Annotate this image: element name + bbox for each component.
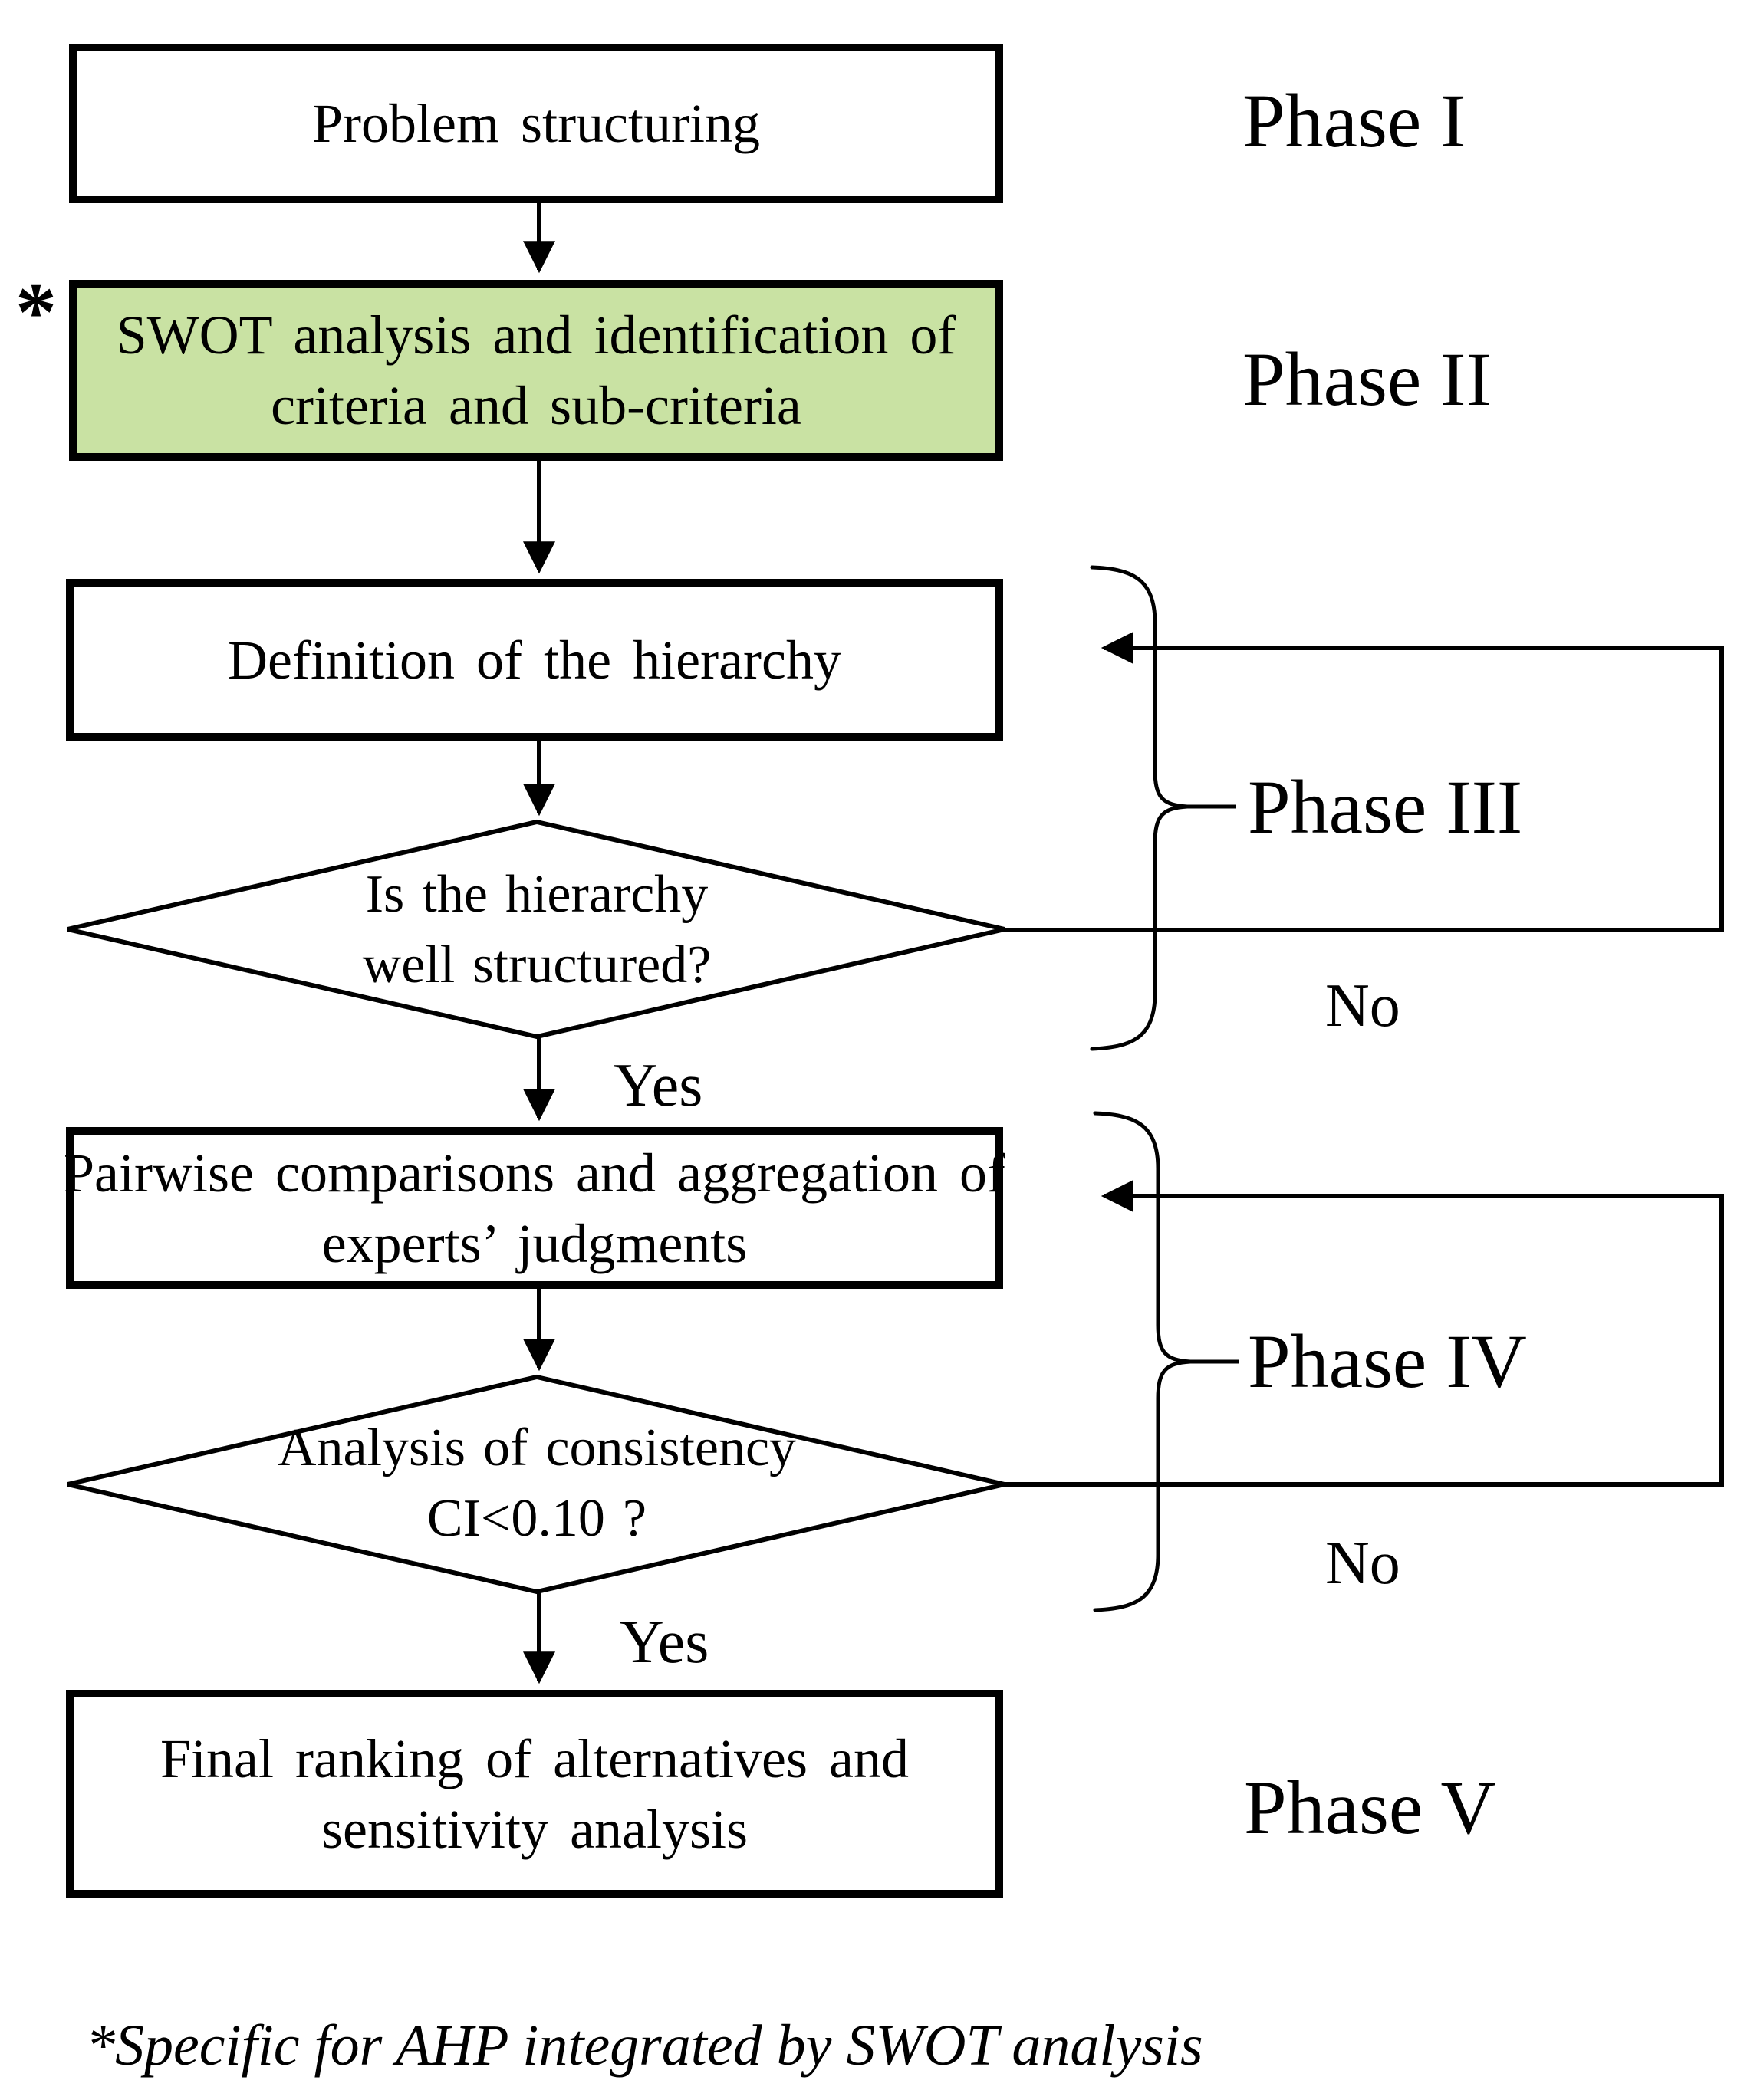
phase-label-1: Phase I [1242, 78, 1466, 163]
process-box-label: Problem structuring [311, 93, 760, 154]
decision-label-line: CI<0.10 ? [426, 1489, 647, 1548]
phase-brace-3 [1090, 565, 1188, 1051]
process-box-label-line: experts’ judgments [321, 1212, 748, 1274]
process-box-label-line: sensitivity analysis [321, 1798, 749, 1860]
decision-label-hierarchy: Is the hierarchy well structured? [230, 828, 844, 1031]
decision-label-line: Is the hierarchy [365, 864, 709, 924]
process-box-label: Definition of the hierarchy [228, 629, 841, 691]
phase-label-2: Phase II [1242, 337, 1492, 422]
process-box-label-line: Final ranking of alternatives and [160, 1727, 910, 1789]
process-box-problem-structuring: Problem structuring [69, 44, 1003, 203]
branch-label-no-1: No [1325, 972, 1400, 1040]
process-box-label-line: SWOT analysis and identification of [116, 304, 956, 366]
phase-label-3: Phase III [1248, 764, 1523, 850]
phase-label-5: Phase V [1244, 1765, 1496, 1850]
feedback-loop-no-2 [1005, 1180, 1724, 1487]
process-box-label-line: criteria and sub-criteria [271, 375, 801, 436]
process-box-swot-analysis: SWOT analysis and identification of crit… [69, 280, 1003, 461]
footnote: *Specific for AHP integrated by SWOT ana… [86, 2013, 1203, 2078]
branch-label-no-2: No [1325, 1530, 1400, 1597]
decision-label-line: Analysis of consistency [277, 1418, 797, 1477]
branch-label-yes-2: Yes [620, 1609, 709, 1676]
feedback-loop-no-1 [1005, 632, 1724, 932]
swot-asterisk-marker: * [15, 267, 57, 358]
phase-label-4: Phase IV [1248, 1319, 1527, 1404]
decision-label-consistency: Analysis of consistency CI<0.10 ? [192, 1380, 882, 1587]
process-box-label-line: Pairwise comparisons and aggregation of [64, 1142, 1006, 1204]
process-box-final-ranking: Final ranking of alternatives and sensit… [66, 1690, 1003, 1898]
phase-brace-4 [1093, 1111, 1191, 1612]
decision-label-line: well structured? [362, 935, 712, 994]
process-box-pairwise-comparisons: Pairwise comparisons and aggregation of … [64, 1127, 1006, 1289]
branch-label-yes-1: Yes [614, 1052, 703, 1119]
process-box-definition-hierarchy: Definition of the hierarchy [66, 579, 1003, 741]
